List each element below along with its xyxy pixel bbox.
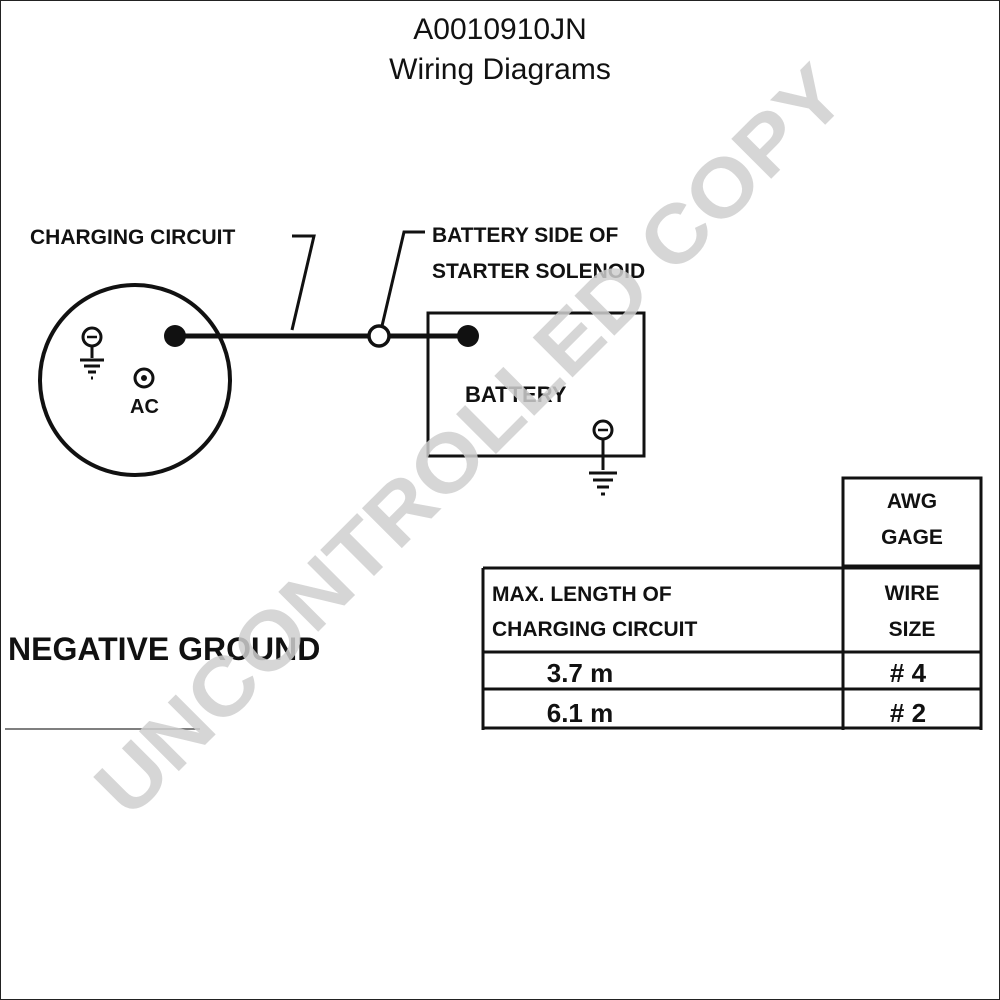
battery-box bbox=[426, 311, 646, 458]
battery-side-label-line1: BATTERY SIDE OF bbox=[432, 224, 618, 247]
gage-label: GAGE bbox=[881, 526, 943, 549]
row1-size: # 4 bbox=[890, 658, 927, 688]
charging-circuit-label: CHARGING CIRCUIT bbox=[30, 226, 235, 249]
awg-label: AWG bbox=[887, 490, 937, 513]
max-length-header-line1: MAX. LENGTH OF bbox=[492, 583, 672, 606]
alternator-ground-terminal-icon bbox=[80, 326, 104, 380]
alternator-circle bbox=[38, 283, 232, 477]
max-length-header-line2: CHARGING CIRCUIT bbox=[492, 618, 697, 641]
battery-side-leader bbox=[380, 230, 425, 327]
row2-length: 6.1 m bbox=[547, 698, 614, 728]
row2-size: # 2 bbox=[890, 698, 926, 728]
document-code: A0010910JN bbox=[413, 13, 587, 46]
battery-positive-terminal bbox=[457, 325, 479, 347]
charging-circuit-leader bbox=[290, 234, 316, 331]
battery-label: BATTERY bbox=[465, 382, 567, 407]
battery-side-label-line2: STARTER SOLENOID bbox=[432, 260, 645, 283]
page-title: Wiring Diagrams bbox=[389, 53, 611, 86]
starter-solenoid-junction bbox=[367, 324, 391, 348]
page-header: A0010910JN Wiring Diagrams bbox=[0, 10, 1000, 90]
wire-size-table: AWG GAGE MAX. LENGTH OF CHARGING CIRCUIT… bbox=[481, 476, 983, 730]
row1-length: 3.7 m bbox=[547, 658, 614, 688]
negative-ground-label: NEGATIVE GROUND bbox=[8, 631, 320, 667]
size-header: SIZE bbox=[889, 618, 936, 641]
ac-label: AC bbox=[130, 396, 159, 418]
wire-header: WIRE bbox=[885, 582, 940, 605]
ac-terminal-icon bbox=[133, 367, 155, 389]
battery-ground-icon bbox=[589, 419, 617, 496]
awg-gage-header-cell bbox=[841, 476, 983, 568]
